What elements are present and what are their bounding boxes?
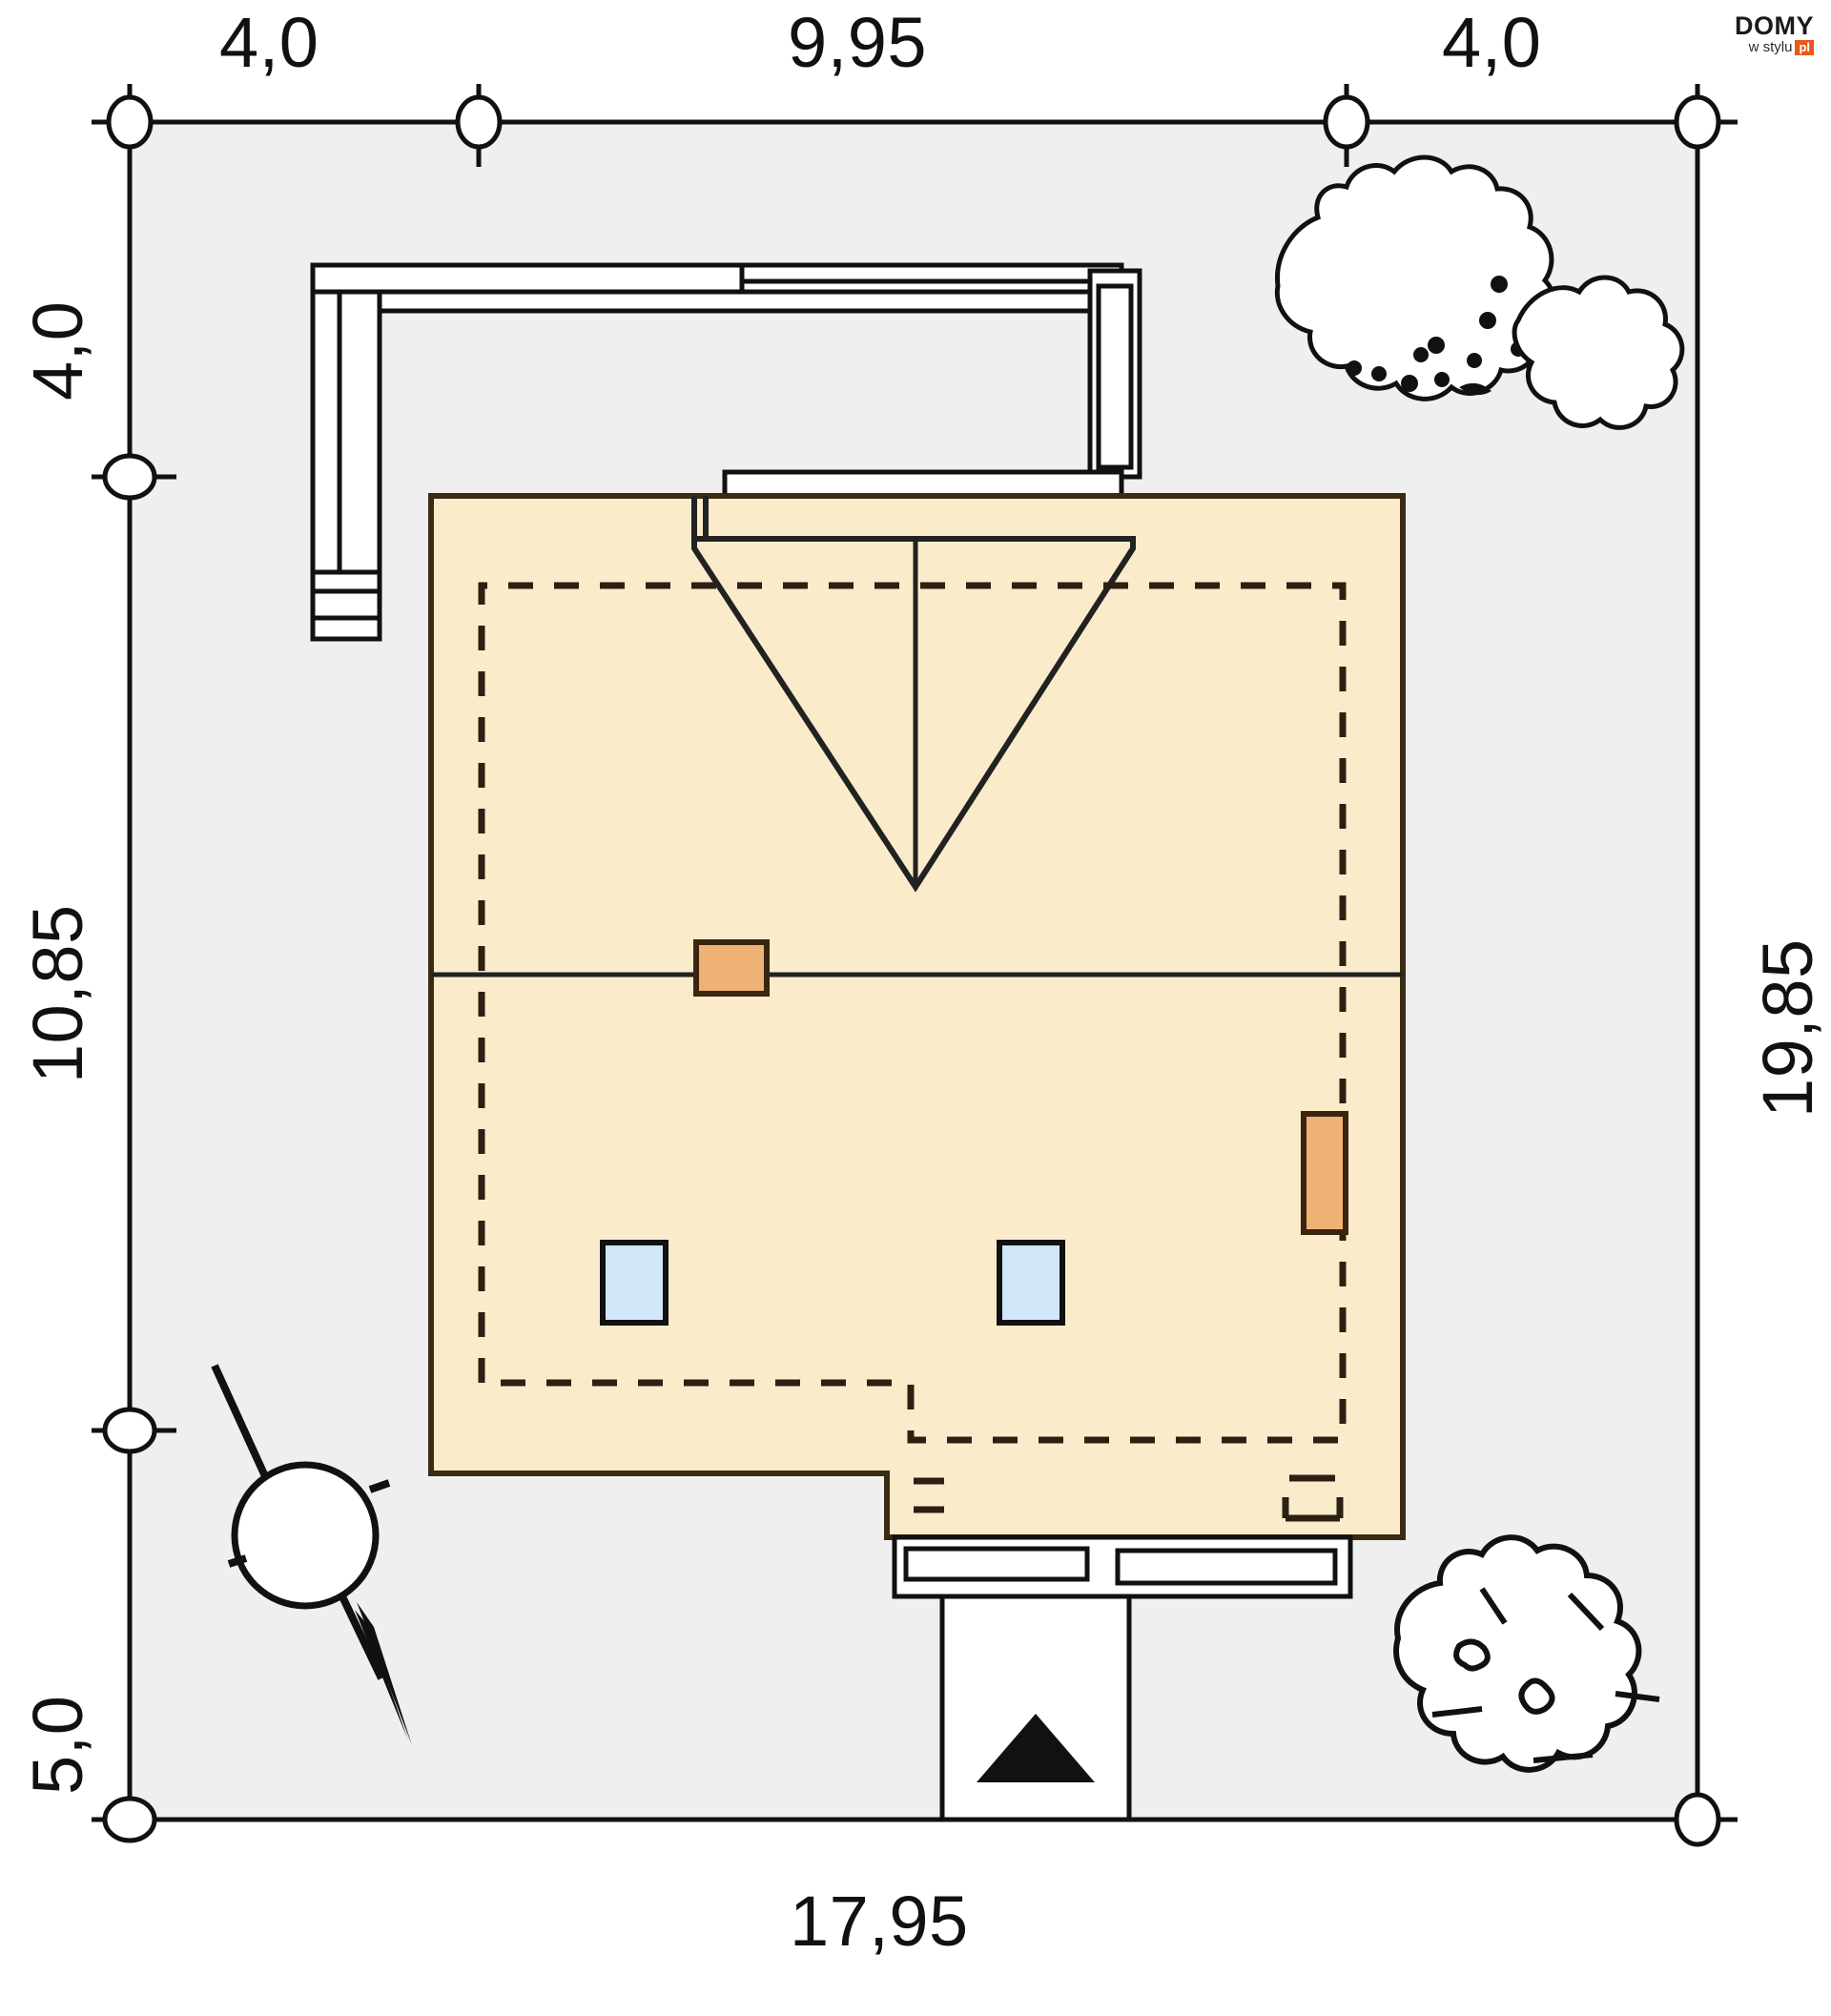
dimension-top-center: 9,95 [788,3,928,82]
entrance-arrow [977,1714,1095,1782]
skylight-left [600,1240,669,1326]
tree-top-right-small [1512,275,1685,430]
tree-top-right-large [1274,154,1557,401]
building-wall-dashed [478,582,1347,1444]
dimension-left-bottom: 5,0 [18,1695,97,1795]
terrace-pergola [310,262,1142,642]
plot-boundary [127,119,1700,1822]
brand-logo-name: DOMY [1735,11,1814,40]
brand-logo-tagline: w stylu [1748,39,1793,55]
dimension-top-left: 4,0 [219,3,319,82]
front-gable [691,536,1136,893]
roof-step-top [694,496,709,542]
dimension-left-middle: 10,85 [18,904,97,1083]
dimension-right: 19,85 [1748,938,1827,1118]
dimension-nodes [102,94,1721,1847]
tree-bottom-right-texture [1431,1587,1660,1763]
wall-dash-detail [914,1474,1344,1522]
skylight-right [997,1240,1065,1326]
north-arrow [211,1364,412,1745]
dimension-left-top: 4,0 [18,300,97,401]
dimension-bottom: 17,95 [790,1882,969,1961]
roof-window-top [693,939,770,997]
roof-window-right [1301,1111,1348,1235]
dimension-top-right: 4,0 [1442,3,1542,82]
brand-logo-tagline-row: w stylu pl [1735,39,1814,55]
building-footprint [428,493,1406,1540]
brand-logo[interactable]: DOMY w stylu pl [1735,13,1814,55]
tree-top-right-large-texture [1347,276,1526,396]
brand-logo-tld: pl [1795,39,1814,55]
